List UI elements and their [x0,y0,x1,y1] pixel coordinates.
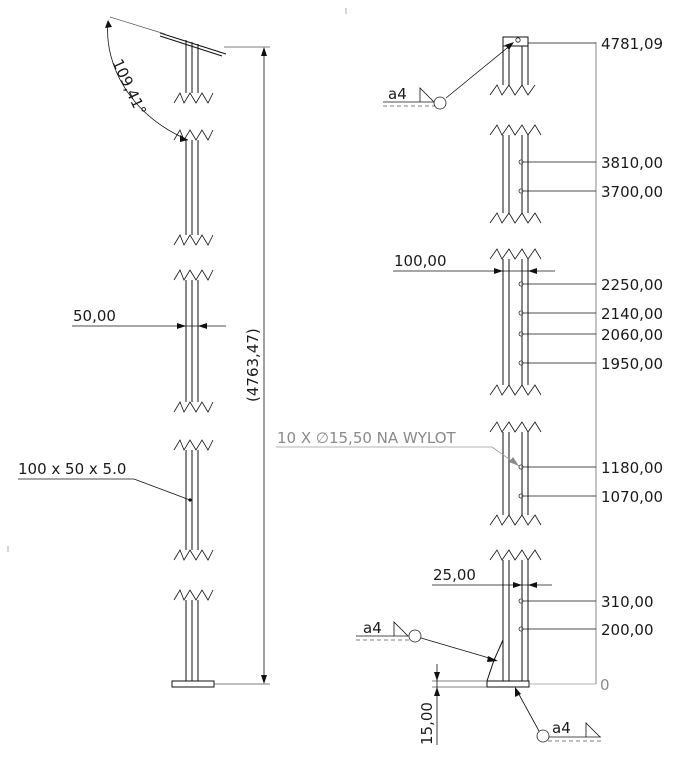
left-base-plate [171,680,215,688]
right-post-segment-2 [489,124,542,224]
origin-label: 0 [600,676,610,694]
ordinate-label: 1180,00 [601,459,663,477]
profile-label: 100 x 50 x 5.0 [18,460,126,478]
tube-offset-label: 25,00 [433,566,476,584]
left-post-segment-2 [173,129,214,246]
right-post-segment-4 [489,421,542,526]
left-post-segment-4 [173,439,214,561]
ordinate-label: 4781,09 [601,35,663,53]
tube-offset-dimension: 25,00 [432,566,552,588]
ordinate-label: 2250,00 [601,276,663,294]
width-label-right: 100,00 [394,252,447,270]
width-dimension-left: 50,00 [72,307,226,329]
weld-label: a4 [552,719,571,737]
width-label-left: 50,00 [73,307,116,325]
weld-label: a4 [388,85,407,103]
holes [518,159,524,632]
ordinate-baseline: 0 [528,42,610,694]
ordinate-label: 1070,00 [601,488,663,506]
angle-label: 109,41° [108,56,150,118]
ordinate-label: 3810,00 [601,154,663,172]
left-post-segment-5 [173,589,214,681]
weld-symbol-gusset: a4 [356,619,498,662]
holes-note-label: 10 X ∅15,50 NA WYLOT [277,429,457,447]
ordinate-label: 2060,00 [601,326,663,344]
weld-label: a4 [363,619,382,637]
base-plate-label: 15,00 [418,702,436,745]
overall-length-dimension: (4763,47) [214,46,270,685]
angle-dimension: 109,41° [105,16,189,142]
ordinate-label: 200,00 [601,621,654,639]
base-plate-dimension: 15,00 [418,664,487,745]
ordinate-label: 3700,00 [601,183,663,201]
left-view: 109,41° (4763,47) 50,00 100 x 50 x 5.0 [18,16,270,688]
left-top-cap [159,32,227,57]
ordinate-dimensions: 4781,09 3810,00 3700,00 2250,00 2140,00 … [521,35,663,639]
right-view: 0 4781,09 3810,00 3700,00 2250,00 2140,0… [276,35,663,745]
left-post-segment-1 [173,40,214,104]
ordinate-label: 310,00 [601,593,654,611]
overall-length-label: (4763,47) [244,328,262,402]
ordinate-label: 1950,00 [601,355,663,373]
weld-symbol-top: a4 [383,42,514,110]
right-post-segment-1 [489,46,536,96]
profile-leader: 100 x 50 x 5.0 [18,460,192,502]
right-post-segment-5 [489,549,542,681]
left-post-segment-3 [173,269,214,413]
width-dimension-right: 100,00 [393,252,555,274]
holes-note: 10 X ∅15,50 NA WYLOT [276,429,520,467]
right-base-plate [486,639,530,688]
top-bracket [502,36,529,47]
weld-symbol-base: a4 [515,687,601,743]
ordinate-label: 2140,00 [601,305,663,323]
